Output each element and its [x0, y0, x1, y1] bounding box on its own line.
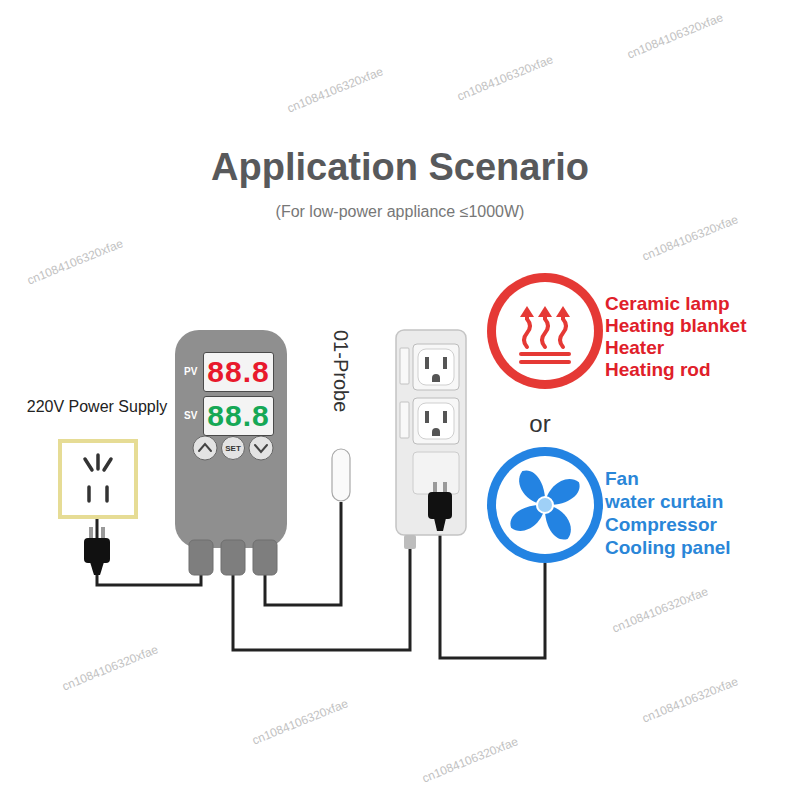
illustration-part [524, 315, 530, 347]
node-text: PV [184, 366, 197, 378]
probe-capsule [325, 448, 357, 502]
watermark: cn1084106320xfae [60, 642, 160, 693]
illustration-part [199, 444, 211, 451]
node-text: Heating blanket [605, 315, 785, 337]
illustration-part [249, 436, 273, 460]
sv-display: 88.8 [203, 396, 274, 436]
thermostat-controller: PV SV 88.8 88.8SET [175, 330, 287, 575]
node-text: 88.8 [207, 356, 269, 388]
diagram-caption: (For low-power appliance ≤1000W) [0, 203, 800, 221]
illustration-part [418, 403, 454, 439]
node-text: SV [184, 410, 197, 422]
illustration-part [193, 436, 217, 460]
mains-plug [84, 527, 110, 575]
illustration-part [556, 306, 570, 317]
illustration-part [432, 428, 440, 436]
watermark: cn1084106320xfae [610, 584, 710, 635]
illustration-part [425, 357, 429, 369]
illustration-part [96, 455, 100, 469]
node-text: 01-Probe [330, 330, 352, 412]
illustration-part [496, 282, 594, 380]
cooling-appliances: Fanwater curtainCompressorCooling panel [485, 445, 785, 565]
illustration-part [413, 398, 459, 444]
node-text: SET [225, 444, 241, 453]
illustration-part [542, 315, 548, 347]
illustration-part [253, 540, 277, 575]
watermark: cn1084106320xfae [285, 64, 385, 115]
appliance-plug [428, 482, 452, 531]
node-text: Compressor [605, 513, 785, 536]
illustration-part [87, 487, 91, 501]
watermark: cn1084106320xfae [625, 10, 725, 61]
node-text: Heater [605, 337, 785, 359]
illustration-part [537, 497, 553, 513]
illustration-part [519, 360, 571, 364]
illustration-part [496, 456, 594, 554]
illustration-part [189, 540, 213, 575]
watermark: cn1084106320xfae [420, 734, 520, 785]
illustration-part [396, 330, 466, 535]
node-text: 220V Power Supply [22, 395, 172, 417]
illustration-part [487, 447, 603, 563]
illustration-part [487, 273, 603, 389]
illustration-part [413, 452, 459, 494]
illustration-part [443, 411, 447, 423]
illustration-part [432, 374, 440, 382]
diagram-title: Application Scenario [0, 146, 800, 189]
or-label: or [529, 410, 550, 438]
node-text: Ceramic lamp [605, 293, 785, 315]
illustration-part [104, 459, 111, 470]
illustration-part [434, 518, 446, 531]
illustration-part [175, 330, 287, 548]
power-strip [396, 330, 466, 549]
node-text: Heating rod [605, 359, 785, 381]
power-socket: 220V Power Supply [22, 395, 172, 517]
illustration-part [428, 492, 452, 519]
illustration-part [60, 441, 136, 517]
illustration-part [519, 352, 571, 356]
illustration-part [85, 459, 92, 470]
illustration-part [400, 402, 409, 438]
illustration-part [101, 527, 105, 539]
illustration-part [90, 562, 104, 575]
node-text: water curtain [605, 490, 785, 513]
watermark: cn1084106320xfae [640, 212, 740, 263]
illustration-part [418, 349, 454, 385]
illustration-part [105, 487, 109, 501]
set-button: SET [221, 436, 245, 460]
watermark: cn1084106320xfae [25, 236, 125, 287]
illustration-part [413, 344, 459, 390]
illustration-part [400, 348, 409, 384]
watermark: cn1084106320xfae [455, 52, 555, 103]
socket-outline [58, 439, 138, 519]
node-text: Fan [605, 467, 785, 490]
illustration-part [443, 357, 447, 369]
illustration-part [520, 306, 534, 317]
illustration-part [538, 306, 552, 317]
illustration-part [84, 538, 110, 563]
fan-icon [485, 445, 605, 565]
heating-appliances: Ceramic lampHeating blanketHeaterHeating… [485, 271, 785, 391]
illustration-part [255, 445, 267, 452]
pv-display: 88.8 [203, 352, 274, 392]
illustration-part [560, 315, 566, 347]
illustration-part [425, 411, 429, 423]
node-text: 88.8 [207, 400, 269, 432]
watermark: cn1084106320xfae [250, 696, 350, 747]
node-text: Cooling panel [605, 536, 785, 559]
illustration-part [89, 527, 93, 539]
illustration-part [332, 449, 350, 501]
illustration-part [404, 535, 416, 549]
watermark: cn1084106320xfae [640, 674, 740, 725]
illustration-part [221, 540, 245, 575]
temperature-probe: 01-Probe [325, 330, 357, 502]
heating-icon [485, 271, 605, 391]
